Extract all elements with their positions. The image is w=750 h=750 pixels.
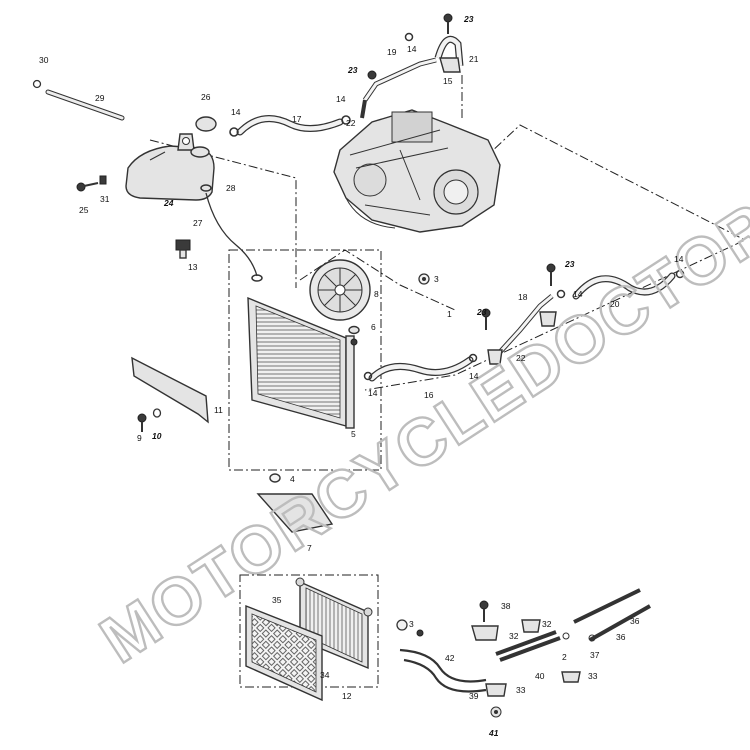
bracket-33a [485, 683, 507, 697]
washer-10 [152, 408, 162, 418]
callout-2: 2 [562, 652, 567, 662]
bolt-9 [137, 413, 147, 432]
callout-3: 3 [434, 274, 439, 284]
callout-34: 34 [320, 670, 330, 680]
callout-14: 14 [407, 44, 417, 54]
pipe-19 [341, 57, 437, 125]
callout-22: 22 [346, 118, 356, 128]
callout-22: 22 [516, 353, 526, 363]
callout-38: 38 [501, 601, 511, 611]
callout-14: 14 [573, 289, 583, 299]
callout-4: 4 [290, 474, 295, 484]
callout-18: 18 [518, 292, 528, 302]
callout-19: 19 [387, 47, 397, 57]
callout-6: 6 [371, 322, 376, 332]
bracket-33b [561, 671, 581, 683]
fan-shroud-8 [309, 259, 371, 321]
grommet-4 [269, 473, 281, 483]
callout-13: 13 [188, 262, 198, 272]
hose-21 [404, 13, 464, 73]
bracket-32 [471, 600, 541, 641]
callout-labels: 30 29 26 14 17 25 31 24 28 27 13 23 14 1… [39, 14, 684, 738]
callout-23: 23 [476, 307, 487, 317]
temperature-sensor-13 [175, 239, 191, 259]
callout-29: 29 [95, 93, 105, 103]
nut-3b [396, 619, 424, 637]
callout-20: 20 [610, 299, 620, 309]
reservoir-overflow-tube [32, 79, 125, 121]
callout-12: 12 [342, 691, 352, 701]
oil-lines-39-42 [399, 648, 487, 693]
callout-5: 5 [351, 429, 356, 439]
callout-17: 17 [292, 114, 302, 124]
nut-3 [418, 273, 430, 285]
coolant-reservoir [125, 133, 215, 201]
callout-15: 15 [443, 76, 453, 86]
callout-14: 14 [674, 254, 684, 264]
watermark-text: MOTORCYCLEDOCTOR [87, 187, 750, 677]
callout-16: 16 [424, 390, 434, 400]
tube-27 [205, 192, 258, 277]
callout-14: 14 [336, 94, 346, 104]
bolt-25 [76, 182, 99, 192]
callout-37: 37 [590, 650, 600, 660]
callout-42: 42 [445, 653, 455, 663]
callout-26: 26 [201, 92, 211, 102]
callout-33: 33 [516, 685, 526, 695]
hose-20 [556, 269, 685, 300]
hose-16 [363, 308, 503, 382]
callout-31: 31 [100, 194, 110, 204]
callout-9: 9 [137, 433, 142, 443]
callout-28: 28 [226, 183, 236, 193]
callout-24: 24 [163, 198, 174, 208]
assembly-guide-lines [149, 75, 747, 471]
callout-27: 27 [193, 218, 203, 228]
clamp-tube-end [251, 274, 263, 282]
callout-14: 14 [469, 371, 479, 381]
callout-14: 14 [368, 388, 378, 398]
engine-block [333, 109, 501, 233]
radiator-bracket-11 [131, 356, 209, 424]
callout-32: 32 [509, 631, 519, 641]
clamp-28 [200, 184, 212, 192]
callout-1: 1 [447, 309, 452, 319]
callout-23: 23 [463, 14, 474, 24]
guard-mesh-34 [245, 604, 323, 702]
straps-36 [573, 588, 651, 642]
callout-30: 30 [39, 55, 49, 65]
oil-hoses-40 [495, 630, 570, 662]
callout-32: 32 [542, 619, 552, 629]
callout-33: 33 [588, 671, 598, 681]
callout-36: 36 [616, 632, 626, 642]
grommet-41 [490, 706, 502, 718]
callout-35: 35 [272, 595, 282, 605]
callout-11: 11 [214, 405, 223, 415]
callout-41: 41 [488, 728, 499, 738]
grommet-6 [348, 325, 360, 335]
reservoir-cap [195, 116, 217, 132]
callout-36: 36 [630, 616, 640, 626]
callout-10: 10 [152, 431, 162, 441]
callout-40: 40 [535, 671, 545, 681]
callout-23: 23 [564, 259, 575, 269]
callout-3: 3 [409, 619, 414, 629]
pipe-18 [498, 263, 557, 354]
callout-8: 8 [374, 289, 379, 299]
plate-7 [256, 493, 334, 533]
hose-17 [229, 115, 344, 137]
callout-23: 23 [347, 65, 358, 75]
callout-7: 7 [307, 543, 312, 553]
callout-21: 21 [469, 54, 479, 64]
callout-25: 25 [79, 205, 89, 215]
callout-39: 39 [469, 691, 479, 701]
spacer-31 [99, 175, 107, 185]
radiator-core-5 [247, 296, 358, 429]
callout-14: 14 [231, 107, 241, 117]
